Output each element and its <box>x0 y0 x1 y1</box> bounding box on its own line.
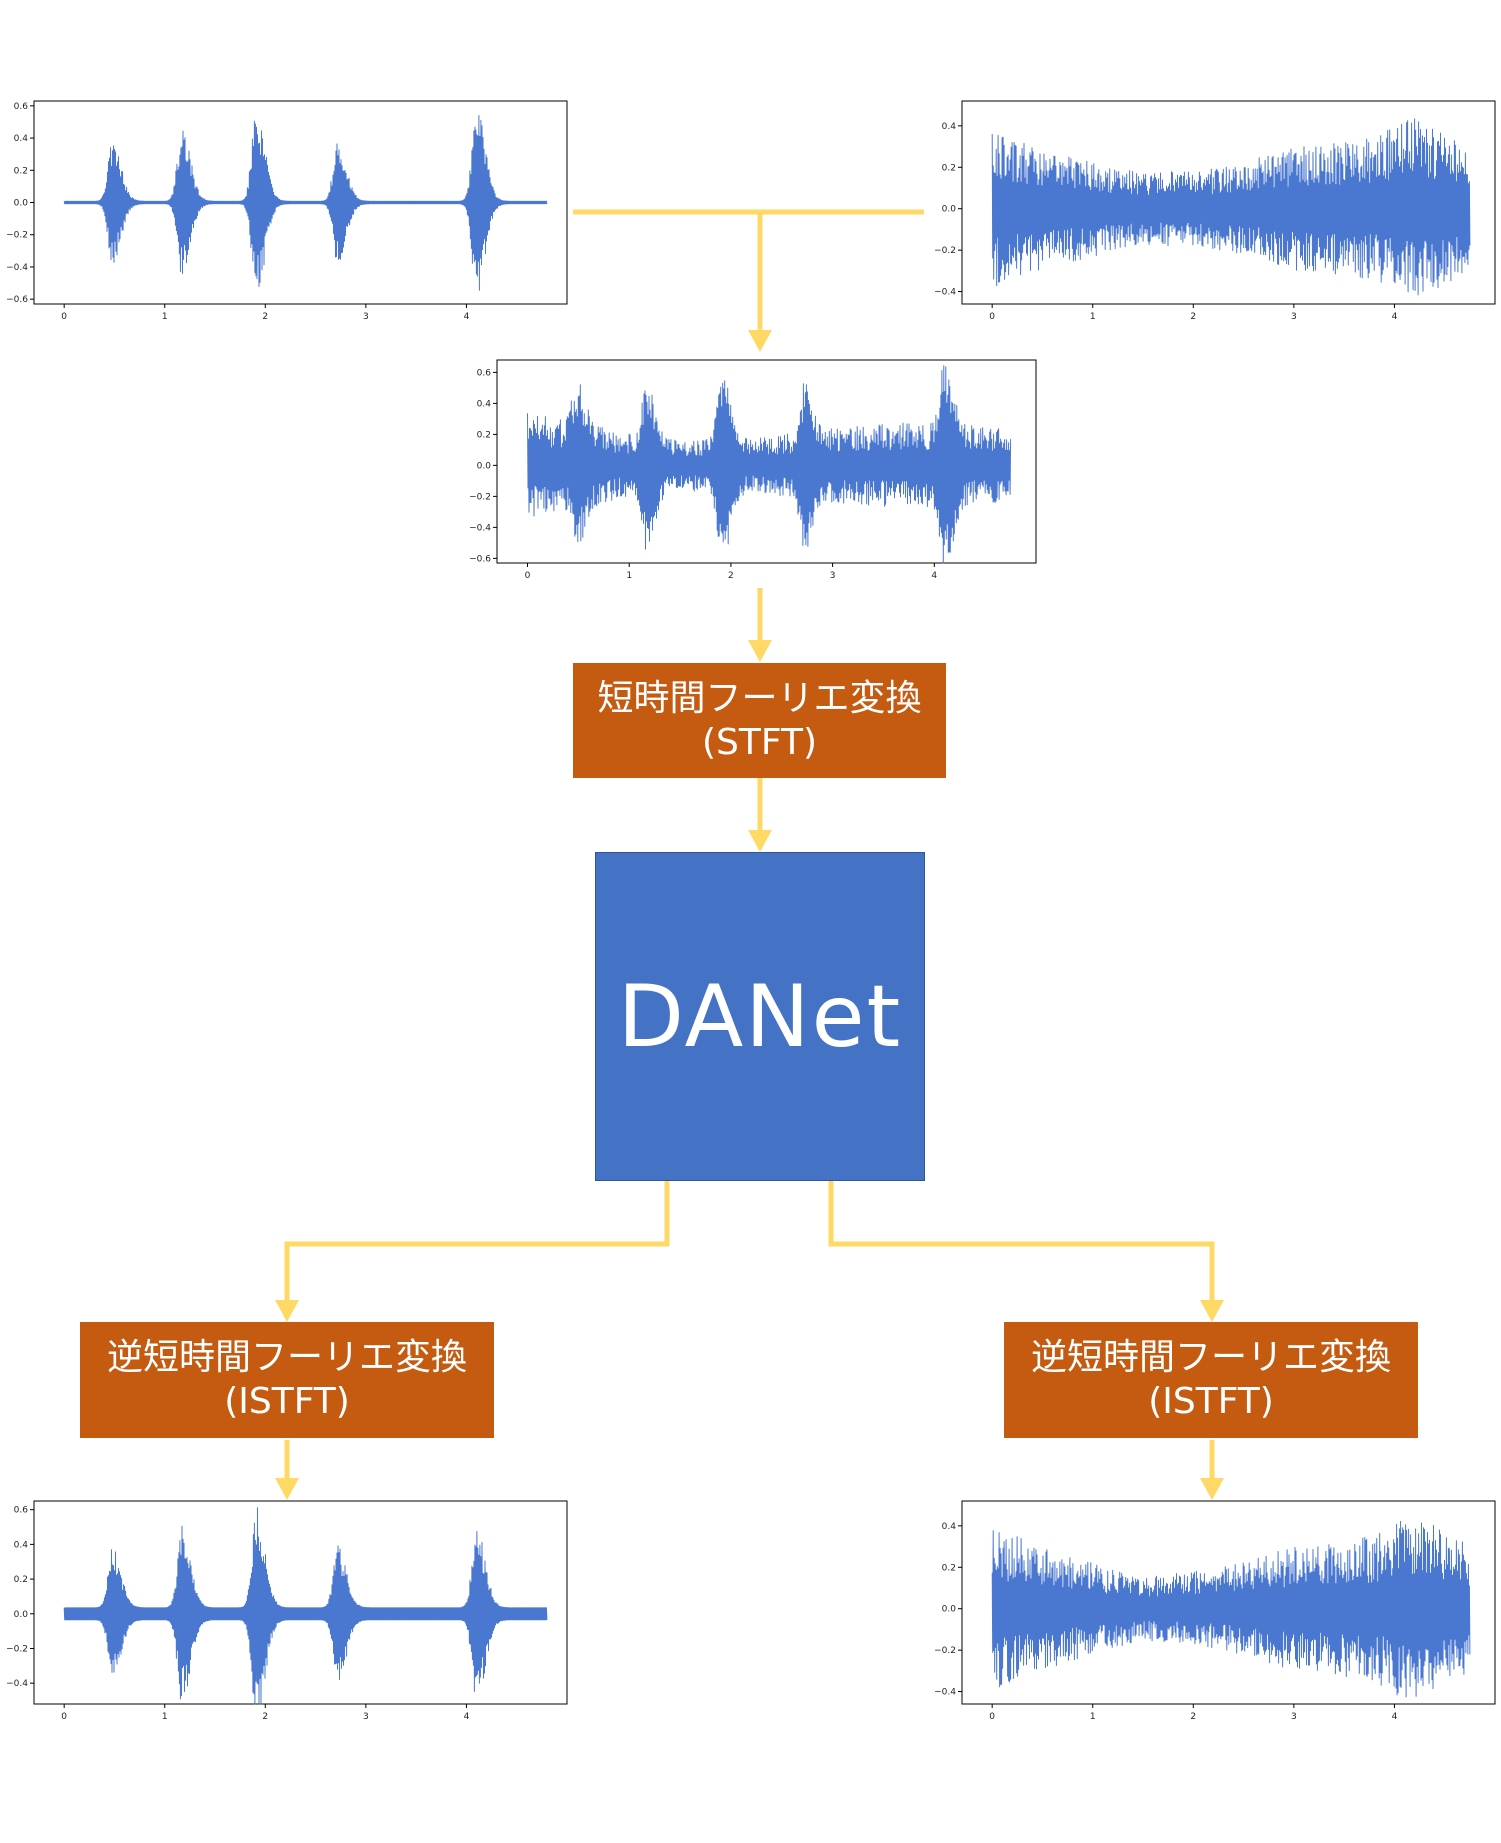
y-tick-label: −0.2 <box>6 231 28 241</box>
x-tick-label: 1 <box>626 571 632 581</box>
y-tick-label: 0.4 <box>477 399 492 409</box>
x-tick-label: 0 <box>989 1712 995 1722</box>
y-tick-label: 0.0 <box>477 461 492 471</box>
y-tick-label: 0.0 <box>14 199 29 209</box>
source1-waveform-plot: 0 1 2 3 4 −0.6 −0.4 −0.2 0.0 0.2 0.4 0.6 <box>0 98 570 328</box>
x-tick-label: 3 <box>363 312 369 322</box>
y-tick-label: 0.4 <box>942 1522 957 1532</box>
stft-label-line1: 短時間フーリエ変換 <box>597 677 922 719</box>
y-tick-label: 0.2 <box>14 166 28 176</box>
source2-waveform-plot: 0 1 2 3 4 −0.4 −0.2 0.0 0.2 0.4 <box>928 98 1498 328</box>
y-tick-label: −0.4 <box>469 523 491 533</box>
y-tick-label: 0.2 <box>14 1575 28 1585</box>
istft-left-label-line1: 逆短時間フーリエ変換 <box>106 1337 467 1378</box>
waveform-line <box>527 365 1012 564</box>
danet-to-left-istft-connector <box>284 1181 670 1306</box>
danet-label: DANet <box>617 966 903 1067</box>
istft-left-box: 逆短時間フーリエ変換 (ISTFT) <box>80 1322 494 1438</box>
y-tick-label: 0.2 <box>942 1563 956 1573</box>
x-tick-label: 4 <box>464 1712 470 1722</box>
x-tick-label: 0 <box>61 1712 67 1722</box>
x-tick-label: 3 <box>363 1712 369 1722</box>
x-tick-label: 2 <box>262 1712 268 1722</box>
y-tick-label: 0.0 <box>14 1610 29 1620</box>
x-tick-label: 2 <box>1190 1712 1196 1722</box>
danet-model-box: DANet <box>595 852 925 1181</box>
y-tick-label: 0.0 <box>942 205 957 215</box>
arrowhead <box>275 1478 299 1500</box>
waveform-line <box>63 1507 548 1705</box>
y-tick-label: −0.2 <box>6 1644 28 1654</box>
separated2-waveform-plot: 0 1 2 3 4 −0.4 −0.2 0.0 0.2 0.4 <box>928 1498 1498 1728</box>
waveform-line <box>991 118 1471 296</box>
y-tick-label: 0.0 <box>942 1605 957 1615</box>
y-tick-label: −0.2 <box>934 1646 956 1656</box>
mixture-waveform-plot: 0 1 2 3 4 −0.6 −0.4 −0.2 0.0 0.2 0.4 0.6 <box>463 357 1039 587</box>
arrowhead <box>748 330 772 352</box>
arrowhead <box>275 1300 299 1322</box>
x-tick-label: 4 <box>464 312 470 322</box>
x-tick-label: 4 <box>931 571 937 581</box>
istft-right-box: 逆短時間フーリエ変換 (ISTFT) <box>1004 1322 1418 1438</box>
x-tick-label: 2 <box>728 571 734 581</box>
x-tick-label: 1 <box>162 1712 168 1722</box>
x-tick-label: 1 <box>1090 312 1096 322</box>
y-tick-label: −0.4 <box>934 1688 956 1698</box>
arrowhead <box>1200 1300 1224 1322</box>
separated1-waveform-plot: 0 1 2 3 4 −0.4 −0.2 0.0 0.2 0.4 0.6 <box>0 1498 570 1728</box>
y-tick-label: −0.4 <box>6 1679 28 1689</box>
istft-right-label-line2: (ISTFT) <box>1148 1381 1274 1422</box>
x-tick-label: 0 <box>525 571 531 581</box>
x-tick-label: 3 <box>1291 1712 1297 1722</box>
x-tick-label: 2 <box>262 312 268 322</box>
y-tick-label: 0.4 <box>942 122 957 132</box>
y-tick-label: −0.4 <box>934 288 956 298</box>
y-tick-label: 0.2 <box>477 430 491 440</box>
y-tick-label: 0.6 <box>14 1506 29 1516</box>
y-tick-label: 0.6 <box>477 368 492 378</box>
y-tick-label: −0.6 <box>6 295 28 305</box>
y-tick-label: 0.4 <box>14 134 29 144</box>
arrowhead <box>1200 1478 1224 1500</box>
istft-right-label-line1: 逆短時間フーリエ変換 <box>1030 1337 1391 1378</box>
x-tick-label: 3 <box>830 571 836 581</box>
istft-left-label-line2: (ISTFT) <box>224 1381 350 1422</box>
stft-box: 短時間フーリエ変換 (STFT) <box>573 663 946 778</box>
x-tick-label: 1 <box>162 312 168 322</box>
x-tick-label: 0 <box>989 312 995 322</box>
waveform-line <box>63 115 548 291</box>
x-tick-label: 0 <box>61 312 67 322</box>
x-tick-label: 4 <box>1392 312 1398 322</box>
x-tick-label: 3 <box>1291 312 1297 322</box>
x-tick-label: 2 <box>1190 312 1196 322</box>
y-tick-label: −0.6 <box>469 554 491 564</box>
arrowhead <box>748 640 772 662</box>
waveform-line <box>991 1520 1471 1698</box>
x-tick-label: 1 <box>1090 1712 1096 1722</box>
danet-to-right-istft-connector <box>828 1181 1215 1306</box>
stft-label-line2: (STFT) <box>702 721 817 763</box>
x-tick-label: 4 <box>1392 1712 1398 1722</box>
y-tick-label: −0.2 <box>469 492 491 502</box>
y-tick-label: −0.4 <box>6 263 28 273</box>
y-tick-label: 0.4 <box>14 1540 29 1550</box>
y-tick-label: 0.2 <box>942 163 956 173</box>
y-tick-label: 0.6 <box>14 102 29 112</box>
y-tick-label: −0.2 <box>934 246 956 256</box>
arrowhead <box>748 830 772 852</box>
